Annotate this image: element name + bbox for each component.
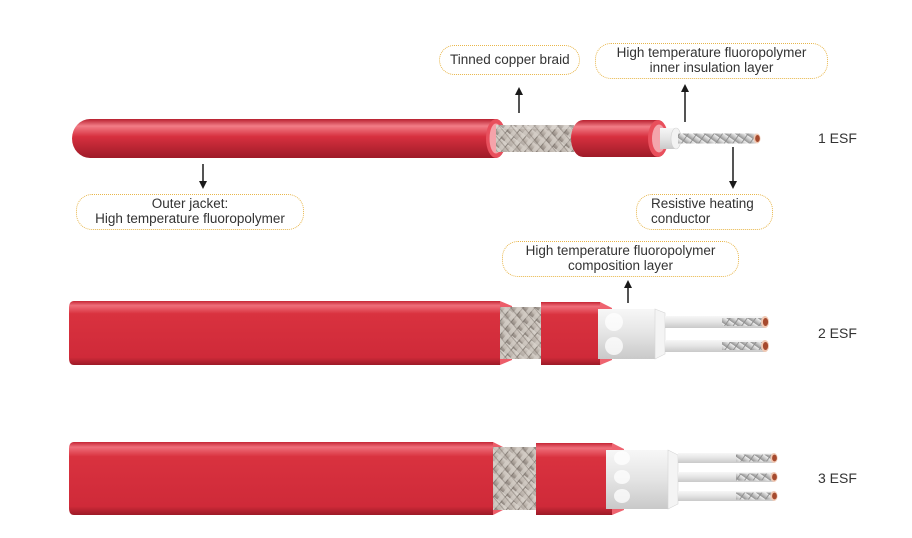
callout-composition-layer: High temperature fluoropolymer compositi… <box>502 241 739 277</box>
cable-1 <box>72 119 761 158</box>
cable-2-outer-jacket <box>69 301 500 365</box>
callout-outer-jacket-line1: Outer jacket: <box>151 196 229 211</box>
callout-inner-insulation: High temperature fluoropolymer inner ins… <box>595 43 828 79</box>
cable-1-inner-jacket <box>571 120 668 157</box>
cable-1-conductor-core <box>755 135 760 142</box>
callout-outer-jacket-line2: High temperature fluoropolymer <box>95 211 285 226</box>
callout-heating-conductor: Resistive heating conductor <box>636 194 773 230</box>
cable-label-2: 2 ESF <box>818 325 857 341</box>
arrow-inner-insulation <box>681 84 689 122</box>
cable-3 <box>69 442 778 515</box>
cable-label-1: 1 ESF <box>818 130 857 146</box>
arrow-composition-layer <box>624 280 632 303</box>
callout-outer-jacket: Outer jacket: High temperature fluoropol… <box>76 194 304 230</box>
callout-heating-conductor-line1: Resistive heating <box>651 196 754 211</box>
arrow-heating-conductor <box>729 147 737 189</box>
arrow-braid <box>515 87 523 113</box>
callout-composition-layer-line2: composition layer <box>567 258 674 273</box>
callout-braid: Tinned copper braid <box>439 45 580 75</box>
cable-3-outer-jacket <box>69 442 493 515</box>
cable-3-inner-jacket <box>536 443 622 515</box>
arrow-outer-jacket <box>199 164 207 189</box>
cable-1-heating-conductor <box>678 133 756 144</box>
cable-2 <box>69 301 769 365</box>
callout-inner-insulation-line1: High temperature fluoropolymer <box>616 45 807 60</box>
callout-composition-layer-line1: High temperature fluoropolymer <box>525 243 716 258</box>
callout-inner-insulation-line2: inner insulation layer <box>649 60 774 75</box>
callout-braid-text: Tinned copper braid <box>450 52 570 67</box>
cable-1-outer-jacket <box>72 119 506 158</box>
cable-label-3: 3 ESF <box>818 470 857 486</box>
callout-heating-conductor-line2: conductor <box>651 211 711 226</box>
cable-2-inner-jacket <box>541 302 610 365</box>
